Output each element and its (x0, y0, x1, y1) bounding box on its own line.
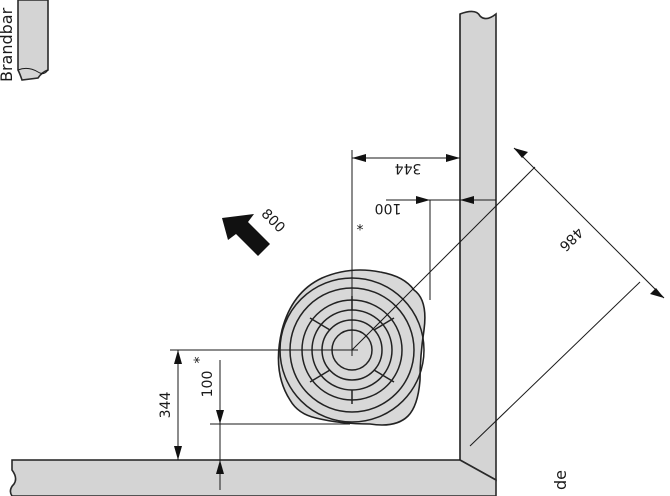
dim-top-344 (352, 154, 460, 162)
dim-top-value: 344 (395, 160, 422, 176)
floor-plate-sample (17, 0, 49, 81)
direction-value: 800 (258, 206, 288, 236)
dim-left-value: 344 (158, 392, 174, 419)
bottom-wall (9, 459, 497, 496)
right-wall (459, 10, 497, 482)
direction-arrow (222, 214, 270, 256)
dim-left-star-value: 100 (200, 371, 216, 398)
bottom-right-label: de (551, 470, 570, 490)
dim-left-344 (174, 350, 182, 460)
dim-top-star-marker: * (357, 216, 364, 232)
floor-plate-label: Brandbar (0, 7, 16, 82)
dim-left-100 (216, 360, 224, 490)
dim-diagonal-486 (351, 147, 665, 447)
dim-diagonal-value: 486 (556, 224, 586, 254)
dim-top-100 (386, 196, 496, 204)
dim-top-star-value: 100 (375, 200, 402, 216)
dim-left-star-marker: * (192, 357, 208, 364)
